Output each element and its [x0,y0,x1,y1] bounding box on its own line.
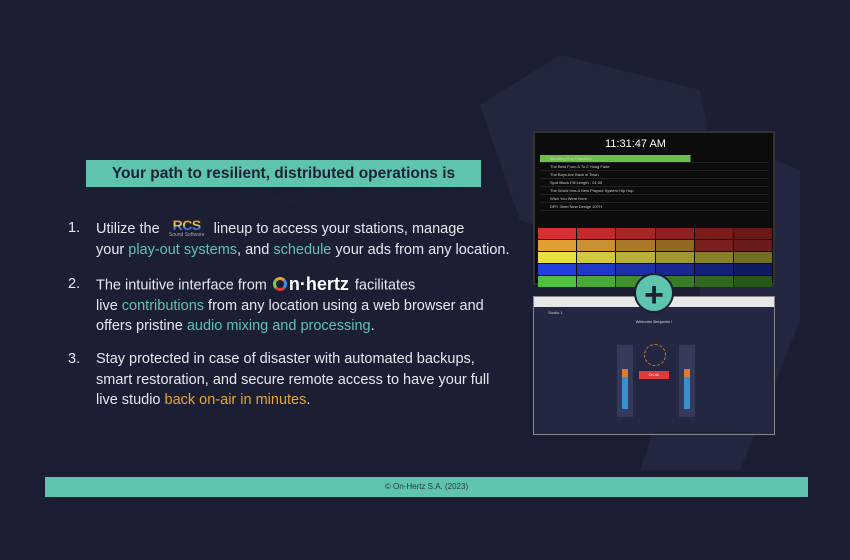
item-number: 2. [68,276,81,292]
cart-button [733,276,772,287]
cart-button [616,264,655,275]
text: your [96,241,129,258]
cart-button [655,264,694,275]
text: . [370,318,375,335]
studio-label: Studio 1 [548,310,563,315]
item-number: 1. [68,220,81,236]
welcome-text: Welcome Benjamin ! [635,319,673,324]
playlist-row: The Boys Are Back in Town [540,171,768,179]
cart-button [694,276,733,287]
playlist-row: Bleeding Pop Distortion [540,155,768,163]
clock: 11:31:47 AM [605,138,666,150]
playlist-row: DRY Steel New Design 20TH [540,203,768,211]
highlight-playout: play-out systems [128,241,238,258]
text: your ads from any location. [331,241,510,258]
item-number: 3. [68,351,81,367]
text: Utilize the [96,221,160,237]
on-hertz-logo: n·hertz [272,274,349,295]
text: , and [237,241,274,258]
web-studio-screenshot: Studio 1 Welcome Benjamin ! On Air [533,296,775,435]
playout-screenshot: 11:31:47 AM Bleeding Pop Distortion The … [533,131,775,287]
rcs-logo-text: RCS [164,218,210,232]
playlist-row: The Best From A To Z Hoag Fade [540,163,768,171]
highlight-audio: audio mixing and processing [186,318,371,335]
mic-meter [622,369,628,409]
text: live [96,297,122,314]
cart-button [577,264,616,275]
text: live studio [96,392,165,408]
playlist-row: Spot Block Fill Length - 01:05 [540,179,768,187]
cart-button [577,240,616,251]
cart-button [616,240,655,251]
cart-button [655,228,694,239]
cart-button [616,252,655,263]
plus-icon: + [634,273,674,314]
cart-button [655,240,694,251]
text: Stay protected in case of disaster with … [96,351,475,367]
footer: © On-Hertz S.A. (2023) [45,477,808,497]
cart-button [655,276,694,287]
cart-button [733,264,772,275]
playlist-row: Wish You Were Here [540,195,768,203]
cart-button [538,264,577,275]
on-hertz-logo-text: n·hertz [288,274,349,294]
text: from any location using a web browser an… [204,297,484,314]
section-title: Your path to resilient, distributed oper… [86,160,481,209]
text: facilitates [354,277,416,294]
cart-button [694,264,733,275]
on-hertz-ring-icon [272,277,287,292]
studio-strip [679,345,695,417]
timer-dial [644,344,666,366]
highlight-back-on-air: back on-air in minutes [164,392,307,408]
cart-button [577,228,616,239]
text: smart restoration, and secure remote acc… [96,371,490,388]
mic-strip [617,345,633,417]
cart-button [655,252,694,263]
cart-button [538,240,577,251]
highlight-contributions: contributions [121,297,205,314]
on-air-button: On Air [639,371,669,379]
cart-button [733,240,772,251]
text: The intuitive interface from [96,277,267,294]
cart-button [733,228,772,239]
cart-button [577,252,616,263]
text: lineup to access your stations, manage [213,221,465,237]
cart-button [538,228,577,239]
cart-grid [538,228,772,287]
cart-button [616,228,655,239]
text: offers pristine [96,318,187,335]
cart-button [694,228,733,239]
highlight-schedule: schedule [273,241,332,258]
cart-button [694,252,733,263]
cart-button [616,276,655,287]
cart-button [694,240,733,251]
rcs-logo-subtitle: Sound Software [168,232,205,238]
text: . [306,392,311,408]
cart-button [538,276,577,287]
studio-meter [684,369,690,409]
cart-button [733,252,772,263]
playlist-row: The World Has A New Playout System Hip H… [540,187,768,195]
cart-button [577,276,616,287]
cart-button [538,252,577,263]
